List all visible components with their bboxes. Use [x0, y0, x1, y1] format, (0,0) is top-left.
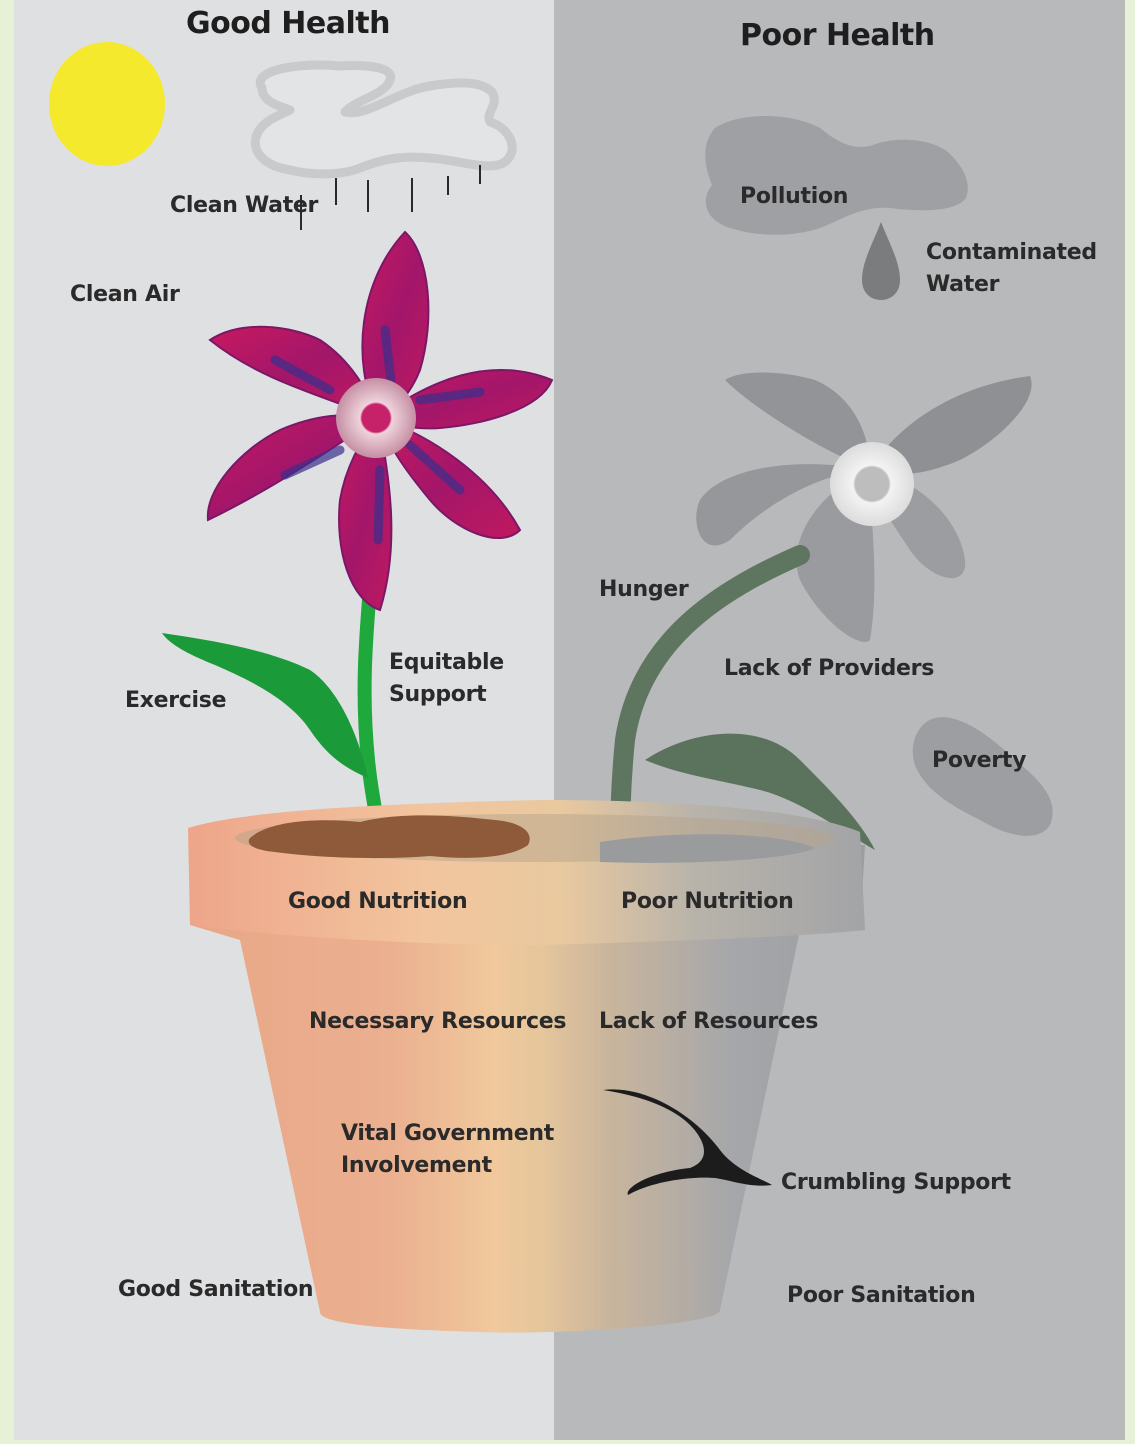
vital-government-line1: Vital Government — [341, 1118, 554, 1150]
clean-air-label: Clean Air — [70, 279, 180, 311]
crumbling-support-label: Crumbling Support — [781, 1167, 1011, 1199]
contaminated-water-line2: Water — [926, 269, 999, 301]
good-health-title: Good Health — [186, 8, 390, 40]
good-nutrition-label: Good Nutrition — [288, 886, 467, 918]
exercise-label: Exercise — [125, 685, 226, 717]
clean-cloud-icon — [255, 65, 512, 174]
clean-water-label: Clean Water — [170, 190, 318, 222]
hunger-label: Hunger — [599, 574, 688, 606]
pollution-label: Pollution — [740, 181, 848, 213]
sun-icon — [49, 42, 165, 166]
equitable-support-line2: Support — [389, 679, 486, 711]
necessary-resources-label: Necessary Resources — [309, 1006, 566, 1038]
equitable-support-line1: Equitable — [389, 647, 504, 679]
poor-health-title: Poor Health — [740, 20, 935, 52]
poverty-label: Poverty — [932, 745, 1026, 777]
vital-government-line2: Involvement — [341, 1150, 492, 1182]
good-sanitation-label: Good Sanitation — [118, 1274, 313, 1306]
contaminated-water-line1: Contaminated — [926, 237, 1097, 269]
lack-of-resources-label: Lack of Resources — [599, 1006, 818, 1038]
poor-sanitation-label: Poor Sanitation — [787, 1280, 975, 1312]
poor-nutrition-label: Poor Nutrition — [621, 886, 793, 918]
lack-of-providers-label: Lack of Providers — [724, 653, 934, 685]
